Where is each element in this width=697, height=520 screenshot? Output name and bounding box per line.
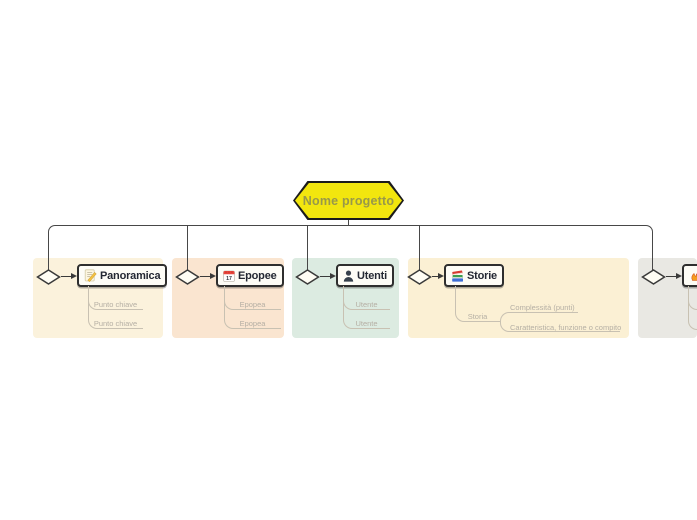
grandchild-line bbox=[500, 312, 578, 322]
arrow-head-utenti bbox=[330, 273, 336, 279]
child-line bbox=[455, 286, 500, 322]
diamond-marker-panoramica[interactable] bbox=[36, 269, 61, 285]
connector-drop-utenti bbox=[307, 226, 309, 270]
connector-drop-storie bbox=[419, 226, 421, 270]
memo-icon bbox=[84, 269, 97, 282]
arrow-line-clipped bbox=[666, 276, 677, 277]
node-title: Utenti bbox=[357, 269, 387, 282]
grandchild-line bbox=[500, 322, 620, 332]
arrow-head-storie bbox=[438, 273, 444, 279]
child-topic[interactable]: Utente bbox=[355, 319, 378, 328]
root-node[interactable]: Nome progetto bbox=[293, 181, 404, 220]
child-line bbox=[88, 286, 143, 329]
arrow-line-epopee bbox=[200, 276, 211, 277]
arrow-line-panoramica bbox=[61, 276, 72, 277]
child-topic[interactable]: Epopea bbox=[239, 319, 266, 328]
child-topic[interactable]: Punto chiave bbox=[93, 319, 138, 328]
child-topic[interactable]: Utente bbox=[355, 300, 378, 309]
arrow-head-epopee bbox=[210, 273, 216, 279]
root-node-fill: Nome progetto bbox=[295, 183, 402, 218]
child-line bbox=[343, 286, 390, 329]
diamond-marker-epopee[interactable] bbox=[175, 269, 200, 285]
arrow-line-storie bbox=[432, 276, 439, 277]
node-utenti[interactable]: Utenti bbox=[336, 264, 394, 287]
child-topic[interactable]: Epopea bbox=[239, 300, 266, 309]
root-node-label: Nome progetto bbox=[302, 193, 395, 208]
arrow-line-utenti bbox=[320, 276, 331, 277]
arrow-head-clipped bbox=[676, 273, 682, 279]
child-line bbox=[224, 286, 281, 329]
calendar-icon: 17 bbox=[223, 270, 235, 282]
node-panoramica[interactable]: Panoramica bbox=[77, 264, 168, 287]
connector-rail-left bbox=[48, 225, 348, 270]
child-line bbox=[688, 286, 697, 330]
child-topic[interactable]: Punto chiave bbox=[93, 300, 138, 309]
node-storie[interactable]: Storie bbox=[444, 264, 504, 287]
node-title: Panoramica bbox=[100, 269, 161, 282]
node-title: Storie bbox=[467, 269, 497, 282]
diamond-marker-utenti[interactable] bbox=[295, 269, 320, 285]
diamond-marker-storie[interactable] bbox=[407, 269, 432, 285]
node-clipped[interactable] bbox=[682, 264, 697, 287]
grandchild-topic[interactable]: Caratteristica, funzione o compito bbox=[510, 323, 622, 332]
node-title: Epopee bbox=[238, 269, 277, 282]
connector-drop-epopee bbox=[187, 226, 189, 270]
node-epopee[interactable]: 17 Epopee bbox=[216, 264, 284, 287]
diamond-marker-clipped[interactable] bbox=[641, 269, 666, 285]
calendar-day-label: 17 bbox=[226, 275, 232, 281]
clipped-icon bbox=[689, 270, 697, 282]
connector-rail-right bbox=[348, 225, 653, 270]
person-icon bbox=[343, 270, 354, 282]
grandchild-topic[interactable]: Complessità (punti) bbox=[510, 303, 575, 312]
arrow-head-panoramica bbox=[71, 273, 77, 279]
child-topic[interactable]: Storia bbox=[467, 312, 488, 321]
books-icon bbox=[451, 269, 464, 282]
root-stem-line bbox=[348, 220, 350, 226]
